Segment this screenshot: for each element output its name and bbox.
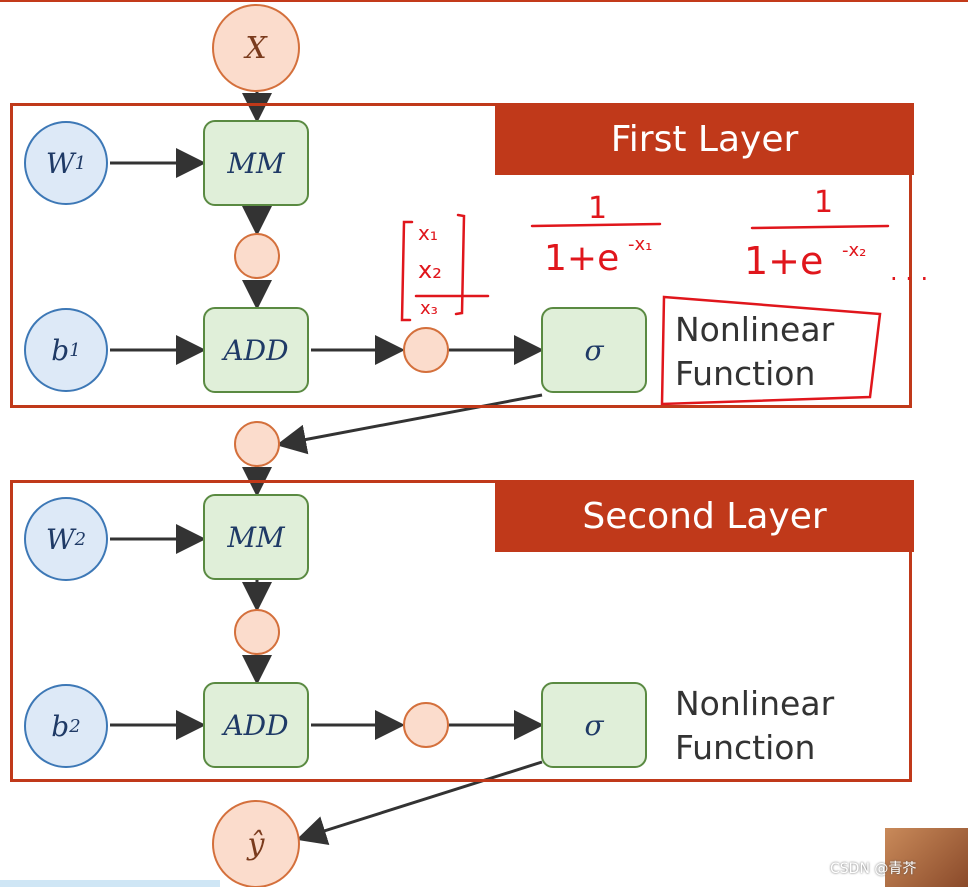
layer1-intermediate-dot [234,233,280,279]
b1-base: b [51,333,70,367]
w2-base: W [45,522,75,556]
layer2-nonlinear-function-label: Nonlinear Function [675,682,834,770]
second-layer-frame [10,480,912,782]
sigma1-node: σ [541,307,647,393]
layer2-intermediate-dot [234,609,280,655]
sigmoid1-denominator: 1+e [544,238,619,279]
vector-right-bracket [454,213,466,316]
between-layers-dot [234,421,280,467]
top-border-line [0,0,968,2]
sigma2-label: σ [584,708,604,742]
layer1-nonlinear-function-label: Nonlinear Function [675,308,834,396]
arrow-sigma1-to-mid [276,393,543,455]
sigmoid2-denominator: 1+e [744,239,823,283]
sigmoid1-numerator: 1 [588,191,607,226]
w1-sub: 1 [74,152,87,174]
add2-node: ADD [203,682,309,768]
sigma1-label: σ [584,333,604,367]
input-x-node: X [212,4,300,92]
mm2-label: MM [227,520,285,554]
sigmoid2-numerator: 1 [814,185,833,220]
output-yhat-label: ŷ [247,826,265,862]
add1-label: ADD [223,333,289,367]
arrow-sigma2-to-yhat [296,760,543,846]
layer1-nonlinear-line1: Nonlinear [675,310,835,349]
layer1-add-output-dot [403,327,449,373]
w1-base: W [45,146,75,180]
ellipsis-mark: . . . [890,258,928,286]
layer2-nonlinear-line2: Function [675,728,816,767]
sigmoid1-fraction-bar [530,222,662,228]
b2-base: b [51,709,70,743]
first-layer-frame [10,103,912,408]
vector-x1: x₁ [418,221,438,245]
vector-x2: x₂ [418,256,442,284]
layer1-nonlinear-line2: Function [675,354,816,393]
sigma2-node: σ [541,682,647,768]
vector-left-bracket [400,220,414,322]
input-x-label: X [245,30,267,66]
add1-node: ADD [203,307,309,393]
watermark: CSDN @青芥 [830,861,917,877]
mm2-node: MM [203,494,309,580]
add2-label: ADD [223,708,289,742]
bottom-progress-strip [0,880,220,887]
vector-x3: x₃ [420,298,438,319]
w2-sub: 2 [74,528,87,550]
layer2-add-output-dot [403,702,449,748]
second-layer-title: Second Layer [495,480,914,552]
mm1-node: MM [203,120,309,206]
sigmoid2-fraction-bar [750,224,890,230]
presenter-video-thumbnail [885,828,968,887]
nonlinear-highlight-box [660,295,882,406]
b1-sub: 1 [69,339,81,361]
output-yhat-node: ŷ [212,800,300,887]
sigmoid1-exponent: -x₁ [628,234,652,255]
layer2-nonlinear-line1: Nonlinear [675,684,835,723]
b2-sub: 2 [69,715,81,737]
sigmoid2-exponent: -x₂ [842,240,866,261]
mm1-label: MM [227,146,285,180]
first-layer-title: First Layer [495,103,914,175]
